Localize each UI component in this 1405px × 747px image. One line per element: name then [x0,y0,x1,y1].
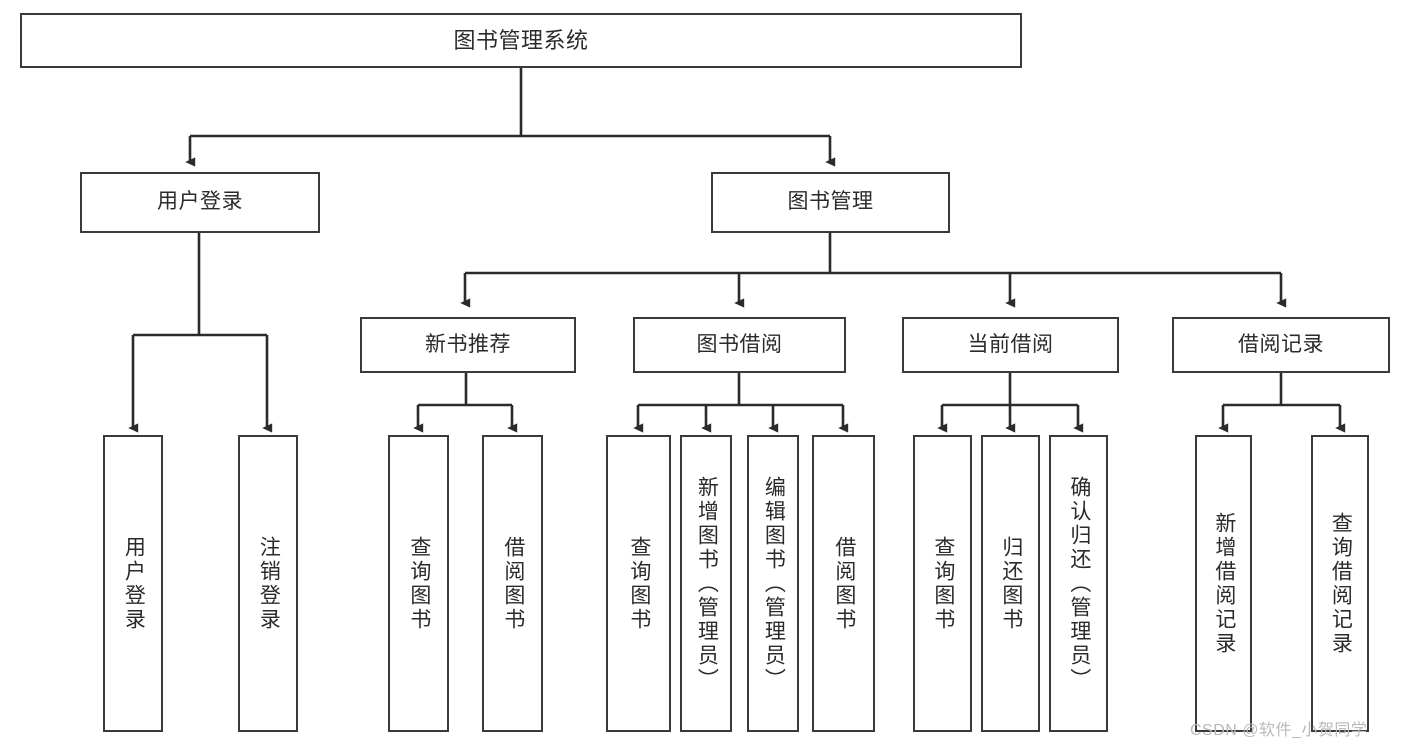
node-label: 确认归还（管理员） [1067,475,1091,692]
node-book-borrow[interactable]: 图书借阅 [633,317,846,373]
node-label: 归还图书 [999,535,1023,632]
leaf-current-borrow-query-book[interactable]: 查询图书 [913,435,972,732]
node-borrow-record[interactable]: 借阅记录 [1172,317,1390,373]
node-book-management[interactable]: 图书管理 [711,172,950,233]
node-label: 图书管理 [787,190,874,214]
node-label: 新书推荐 [425,332,511,356]
node-label: 借阅图书 [832,535,856,632]
leaf-current-borrow-return-book[interactable]: 归还图书 [981,435,1040,732]
leaf-current-borrow-confirm-return-admin[interactable]: 确认归还（管理员） [1049,435,1108,732]
csdn-watermark: CSDN @软件_小贺同学 [1190,716,1367,740]
node-label: 用户登录 [157,190,243,214]
node-current-borrow[interactable]: 当前借阅 [902,317,1119,373]
leaf-book-borrow-edit-book-admin[interactable]: 编辑图书（管理员） [747,435,799,732]
leaf-book-borrow-add-book-admin[interactable]: 新增图书（管理员） [680,435,732,732]
node-label: 注销登录 [257,535,281,632]
node-label: 当前借阅 [967,332,1054,356]
leaf-book-borrow-query-book[interactable]: 查询图书 [606,435,671,732]
leaf-borrow-record-query-record[interactable]: 查询借阅记录 [1311,435,1369,732]
node-label: 查询图书 [627,535,651,632]
node-label: 查询图书 [407,535,431,632]
node-label: 查询图书 [931,535,955,632]
node-user-login[interactable]: 用户登录 [80,172,320,233]
watermark-text: CSDN @软件_小贺同学 [1190,722,1368,739]
node-label: 查询借阅记录 [1329,511,1353,656]
node-label: 新增图书（管理员） [695,475,719,692]
node-label: 编辑图书（管理员） [762,475,786,692]
leaf-book-borrow-borrow-book[interactable]: 借阅图书 [812,435,875,732]
leaf-user-login-login[interactable]: 用户登录 [103,435,163,732]
leaf-borrow-record-add-record[interactable]: 新增借阅记录 [1195,435,1252,732]
node-new-book-recommend[interactable]: 新书推荐 [360,317,576,373]
node-label: 新增借阅记录 [1212,511,1236,656]
node-label: 借阅记录 [1238,332,1324,356]
node-label: 图书管理系统 [453,27,589,53]
node-label: 用户登录 [122,535,146,632]
node-root-book-management-system[interactable]: 图书管理系统 [20,13,1022,68]
leaf-new-book-borrow-book[interactable]: 借阅图书 [482,435,543,732]
node-label: 图书借阅 [696,332,783,356]
node-label: 借阅图书 [501,535,525,632]
leaf-new-book-query-book[interactable]: 查询图书 [388,435,449,732]
leaf-user-login-logout[interactable]: 注销登录 [238,435,298,732]
